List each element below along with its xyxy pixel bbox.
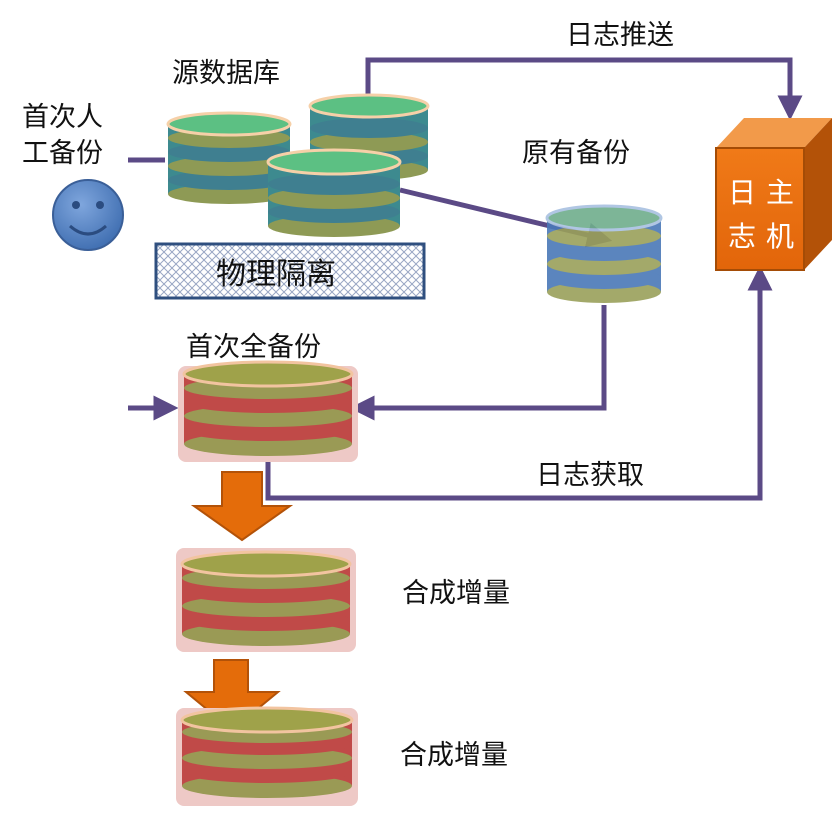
host-log-label-2: 志 bbox=[728, 220, 756, 253]
synthesized-incremental-cylinder-1 bbox=[176, 548, 356, 652]
existing-backup-cylinder bbox=[545, 204, 663, 303]
log-push-label: 日志推送 bbox=[566, 20, 674, 51]
smiley-face-icon bbox=[52, 179, 124, 251]
log-fetch-arrow bbox=[265, 265, 773, 501]
source-db-label: 源数据库 bbox=[172, 58, 280, 89]
synthesized-incremental-cylinder-2 bbox=[176, 706, 358, 806]
log-push-arrow bbox=[365, 57, 803, 121]
host-label-2: 机 bbox=[766, 220, 794, 253]
first-manual-backup-label-line1: 首次人 bbox=[22, 102, 103, 133]
existing-backup-label: 原有备份 bbox=[522, 138, 630, 169]
source-db-cylinder-3 bbox=[266, 148, 402, 237]
host-label-1: 主 bbox=[766, 176, 794, 209]
down-arrow-1 bbox=[190, 471, 294, 542]
synthesized-incremental-label-2: 合成增量 bbox=[400, 740, 508, 771]
first-manual-backup-label-line2: 工备份 bbox=[22, 138, 103, 169]
existing-to-full-arrow bbox=[349, 305, 607, 421]
synthesized-incremental-label-1: 合成增量 bbox=[402, 578, 510, 609]
server-box-icon bbox=[715, 118, 832, 271]
physical-isolation-label: 物理隔离 bbox=[216, 257, 336, 292]
log-fetch-label: 日志获取 bbox=[536, 460, 644, 491]
source-db-cylinder-1 bbox=[166, 111, 292, 204]
first-full-backup-cylinder bbox=[178, 360, 358, 462]
host-log-label-1: 日 bbox=[728, 176, 756, 209]
first-full-backup-label: 首次全备份 bbox=[186, 332, 321, 363]
physical-isolation-box bbox=[154, 242, 426, 300]
